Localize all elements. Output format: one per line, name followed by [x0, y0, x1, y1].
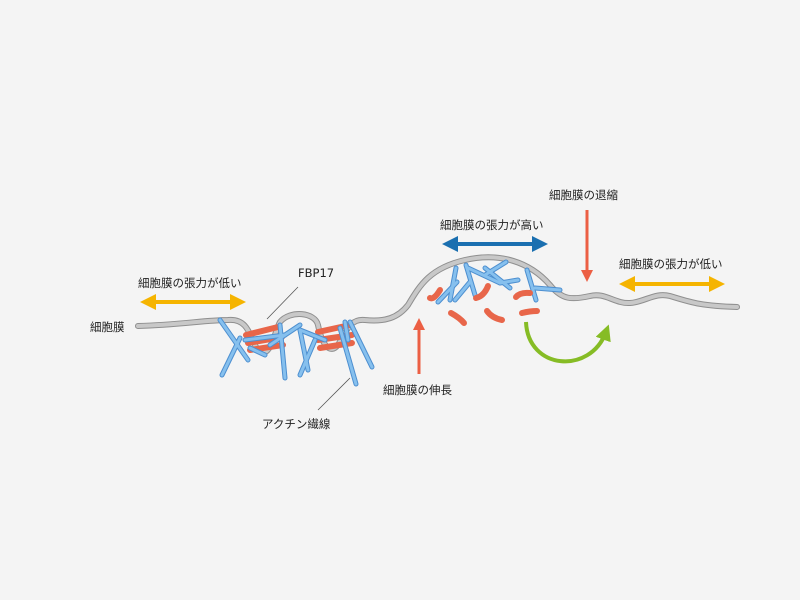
- high-tension-label: 細胞膜の張力が高い: [440, 218, 544, 232]
- extension-label: 細胞膜の伸長: [383, 383, 452, 397]
- low-tension-label-right: 細胞膜の張力が低い: [619, 257, 723, 271]
- recycle-arrow: [524, 321, 611, 364]
- low-tension-label-left: 細胞膜の張力が低い: [138, 276, 242, 290]
- fbp17-label: FBP17: [298, 266, 334, 280]
- fbp17-leader-line: [266, 286, 299, 320]
- actin-network-bump: [435, 259, 563, 305]
- fbp17-fragments: [427, 283, 540, 326]
- actin-leader-line: [317, 377, 351, 411]
- retraction-label: 細胞膜の退縮: [549, 188, 618, 202]
- actin-label: アクチン繊線: [262, 417, 331, 431]
- membrane-label: 細胞膜: [90, 320, 125, 334]
- actin-network-left: [217, 317, 375, 387]
- cell-membrane: [135, 254, 740, 356]
